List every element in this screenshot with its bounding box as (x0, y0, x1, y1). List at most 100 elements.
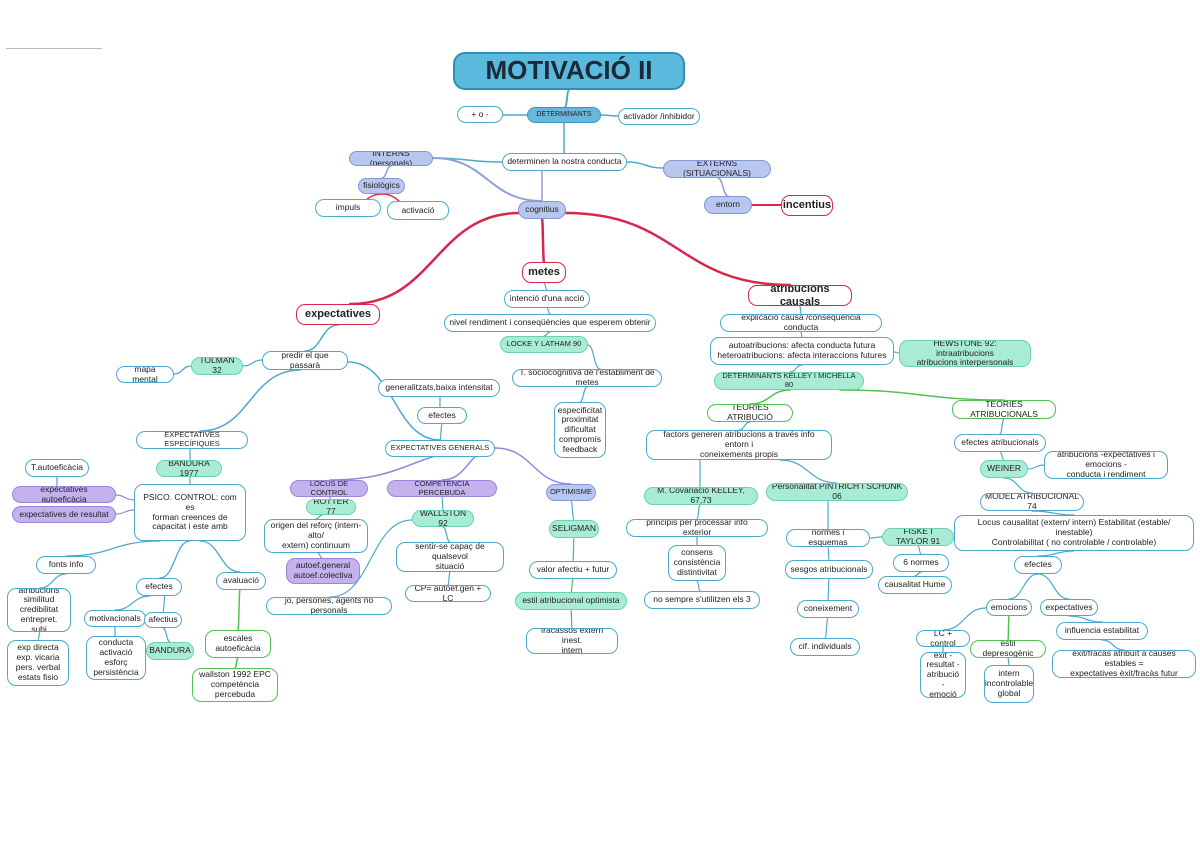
connector-line (242, 359, 263, 367)
connector-line (789, 364, 803, 373)
connector-line (839, 389, 1005, 401)
node-mapa-mental: mapa mental (116, 366, 174, 383)
node-cognitius: cognitius (518, 201, 566, 219)
connector-line (717, 177, 729, 197)
connector-line (439, 423, 443, 441)
node-escales: escales autoeficàcia (205, 630, 271, 658)
node-fracassos: fracassos extern inest. intern (526, 628, 618, 654)
connector-line (441, 496, 444, 511)
node-predir: predir el que passarà (262, 351, 348, 370)
connector-line (162, 627, 171, 643)
node-tolman: TOLMAN 32 (191, 357, 243, 375)
connector-line (626, 161, 664, 169)
connector-line (779, 459, 838, 484)
node-wallston92: WALLSTON 92 (412, 510, 474, 527)
connector-line (237, 589, 241, 631)
node-rotter: ROTTER 77 (306, 499, 356, 515)
node-consens: consens consistència distintivitat (668, 545, 726, 581)
node-sis-normes: 6 normes (893, 554, 949, 572)
connector-line (579, 386, 588, 403)
connector-line (162, 595, 166, 613)
node-impuls: impuls (315, 199, 381, 217)
node-atribucions-similitud: atribucions similitud credibilitat entre… (7, 588, 71, 632)
node-teories-atribucio: TEORIES ATRIBUCIÓ (707, 404, 793, 422)
connector-line (442, 526, 451, 543)
connector-line (749, 389, 791, 405)
node-valor-afectiu: valor afectiu + futur (529, 561, 617, 579)
connector-line (159, 540, 191, 579)
node-cp-formula: CP= autoef.gen + LC (405, 585, 491, 602)
node-emocions: emocions (986, 599, 1032, 616)
node-atribucions-causals: atribucions causals (748, 285, 852, 306)
node-no-sempre: no sempre s'utilitzen els 3 (644, 591, 760, 609)
connector-line (564, 211, 792, 287)
node-afectius: afectius (144, 612, 182, 628)
connector-line (347, 361, 441, 441)
node-causalitat-hume: causalitat Hume (878, 576, 952, 594)
node-efectes-esp: efectes (136, 578, 182, 596)
connector-line (432, 157, 503, 163)
node-estil-depresogenic: estil depresogènic (970, 640, 1046, 658)
node-competencia-percebuda: COMPETÈNCIA PERCEBUDA (387, 480, 497, 497)
node-cif: cif. individuals (790, 638, 860, 656)
connector-line (570, 500, 575, 521)
connector-line (824, 617, 829, 639)
node-metes: metes (522, 262, 566, 283)
connector-line (600, 114, 619, 117)
connector-line (114, 595, 151, 611)
node-exp-directa: exp directa exp. vicaria pers. verbal es… (7, 640, 69, 686)
connector-line (543, 282, 548, 291)
connector-line (564, 89, 570, 108)
connector-line (540, 217, 546, 264)
node-exp-resultat: expectatives de resultat (12, 506, 116, 523)
node-determinants: DETERMINANTS (527, 107, 601, 123)
node-generalitzats: generalitzats,baixa intensitat (378, 379, 500, 397)
node-personalitat: Personalitat PINTRICH I SCHUNK 06 (766, 483, 908, 501)
connector-line (917, 545, 922, 555)
node-exp-especifiques: EXPECTATIVES ESPECÍFIQUES (136, 431, 248, 449)
header-rule (6, 48, 102, 49)
node-efectes-gen: efectes (417, 407, 467, 424)
connector-line (1027, 464, 1045, 470)
node-nivell: nivel rendiment i conseqüències que espe… (444, 314, 656, 332)
node-estil-atrib: estil atribucional optimista (515, 592, 627, 610)
node-coneixement: coneixement (797, 600, 859, 618)
node-origen-reforc: origen del reforç (intern-alto/ extern) … (264, 519, 368, 553)
node-interns: INTERNS (personals) (349, 151, 433, 166)
node-m-covariacio: M. Covariació KELLEY, 67,73 (644, 487, 758, 505)
connector-line (570, 578, 574, 593)
connector-line (1007, 657, 1010, 666)
node-atrib-expect: atribucions -expectatives i emocions - c… (1044, 451, 1168, 479)
connector-line (999, 451, 1005, 461)
connector-line (942, 607, 987, 631)
node-factors: factors generen atribucions a través inf… (646, 430, 832, 460)
node-exit-resultat: èxit - resultat - atribució - emoció (920, 652, 966, 698)
node-principis: principis per processar info exterior (626, 519, 768, 537)
node-efectes-atrib: efectes atribucionals (954, 434, 1046, 452)
node-incentius: incentius (781, 195, 833, 216)
node-conducta-activacio: conducta activació esforç persistència (86, 636, 146, 680)
connector-line (115, 509, 135, 515)
node-det-kelley: DETERMINANTS KELLEY I MICHELLA 80 (714, 372, 864, 390)
connector-line (348, 211, 522, 306)
node-optimisme: OPTIMISME (546, 484, 596, 501)
node-psico-control: PSICO. CONTROL: com es forman creences d… (134, 484, 246, 541)
node-locus-control: LOCUS DE CONTROL (290, 480, 368, 497)
node-locke: LOCKE Y LATHAM 90 (500, 336, 588, 353)
node-intern-incontrolable: intern incontrolable global (984, 665, 1034, 703)
node-wallston-escala: wallston 1992 EPC competència percebuda (192, 668, 278, 702)
node-model-atrib: MODEL ATRIBUCIONAL 74 (980, 493, 1084, 511)
connector-line (738, 421, 751, 431)
connector-line (999, 418, 1005, 435)
node-normes: normes i esquemas (786, 529, 870, 547)
connector-line (799, 305, 802, 315)
node-teories-atribucionals: TEORIES ATRIBUCIONALS (952, 400, 1056, 419)
connector-line (1037, 573, 1070, 600)
node-fiske: FISKE I TAYLOR 91 (882, 528, 954, 546)
connector-line (65, 540, 161, 557)
node-exp-generals: EXPECTATIVES GENERALS (385, 440, 495, 457)
node-bandura: BANDURA (146, 642, 194, 660)
node-entorn: entorn (704, 196, 752, 214)
connector-line (173, 365, 192, 375)
